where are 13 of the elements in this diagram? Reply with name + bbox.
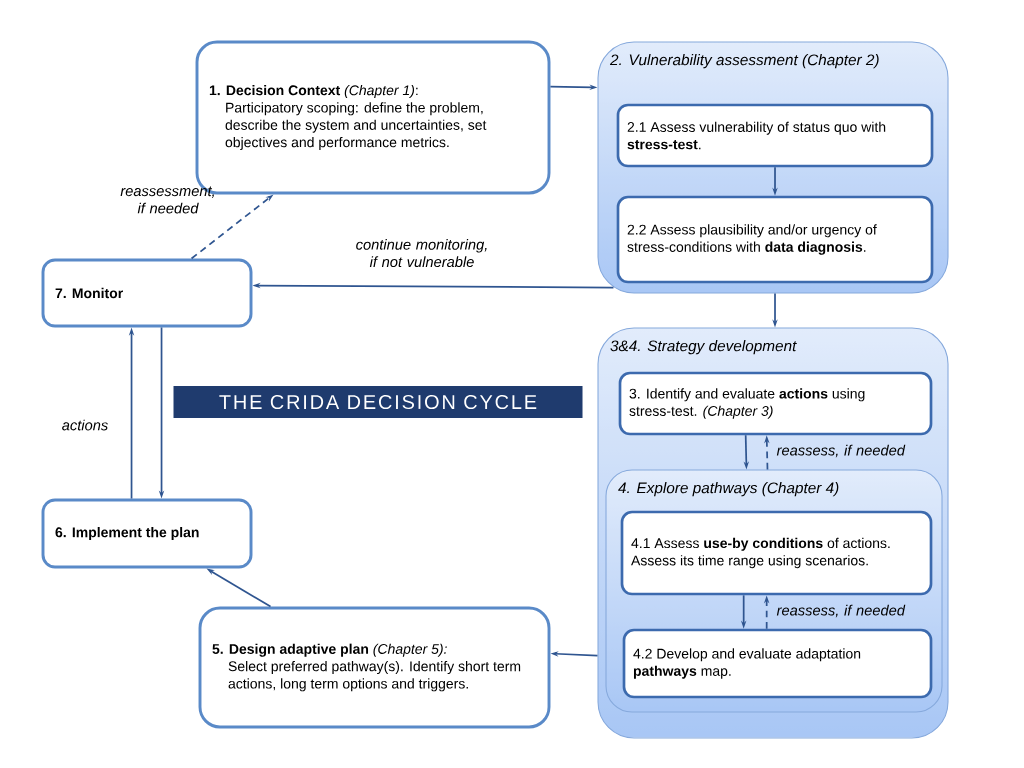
edge-label: actions: [62, 419, 108, 431]
step-box: 2.2 Assess plausibility and/or urgency of stress-conditions with data diagnosis.: [616, 195, 934, 284]
process-box: 6. Implement the plan: [41, 498, 253, 569]
step-box: 4.1 Assess use-by conditions of actions. Assess its time range using scenarios.: [620, 510, 933, 596]
process-box: 7. Monitor: [41, 258, 253, 328]
edge-label: reassess, if needed: [776, 444, 906, 458]
step-box: 4.2 Develop and evaluate adaptation pathways map.: [622, 628, 933, 699]
edge-label: reassess, if needed: [776, 604, 906, 618]
process-box: 5. Design adaptive plan (Chapter 5): Select preferred pathway(s). Identify short term actions, long term options and triggers.: [198, 606, 551, 729]
edge-label: continue monitoring, if not vulnerable: [356, 238, 487, 268]
step-box: 3. Identify and evaluate actions using stress-test. (Chapter 3): [618, 371, 933, 436]
title-banner: THE CRIDA DECISION CYCLE: [173, 386, 583, 418]
step-box: 2.1 Assess vulnerability of status quo with stress-test.: [616, 103, 934, 168]
